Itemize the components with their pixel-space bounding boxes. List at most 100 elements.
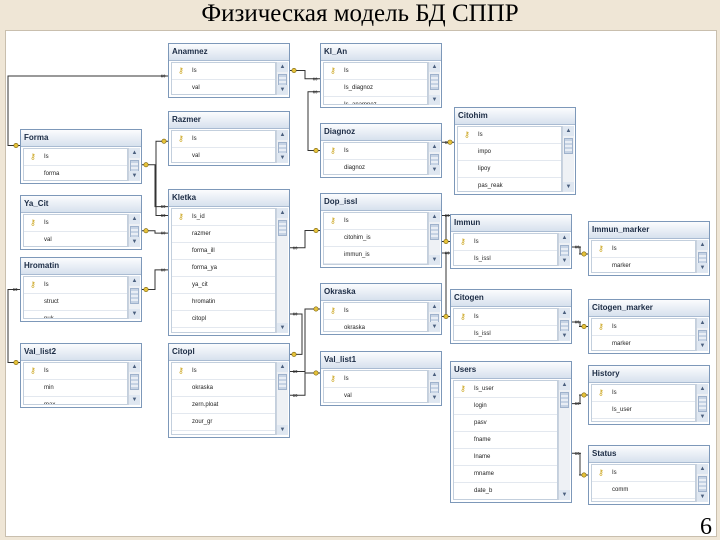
field-row[interactable]: Is_diagnoz	[172, 328, 275, 332]
field-row[interactable]: max	[24, 397, 127, 404]
scroll-up-icon[interactable]: ▲	[429, 370, 440, 380]
field-row[interactable]: ⚷Is	[172, 63, 275, 80]
field-row[interactable]: ⚷Is	[24, 149, 127, 166]
scroll-up-icon[interactable]: ▲	[277, 362, 288, 372]
field-row[interactable]: ⚷Is	[458, 127, 561, 144]
table-citopl[interactable]: Citopl⚷Isokraskazern.ploatzour_grpat_sve…	[168, 343, 290, 438]
field-row[interactable]: ⚷Is	[172, 131, 275, 148]
scrollbar[interactable]: ▲▼	[428, 302, 440, 332]
scroll-down-icon[interactable]: ▼	[559, 256, 570, 266]
field-row[interactable]: razmer	[172, 226, 275, 243]
field-row[interactable]: ⚷Is	[24, 277, 127, 294]
scrollbar[interactable]: ▲▼	[128, 276, 140, 319]
field-row[interactable]: ⚷Is	[592, 319, 695, 336]
field-row[interactable]: ⚷Is	[324, 303, 427, 320]
scrollbar[interactable]: ▲▼	[696, 318, 708, 351]
field-row[interactable]: Is_user	[592, 402, 695, 419]
field-row[interactable]: min	[24, 380, 127, 397]
scroll-down-icon[interactable]: ▼	[129, 171, 140, 181]
scroll-up-icon[interactable]: ▲	[429, 212, 440, 222]
scroll-up-icon[interactable]: ▲	[277, 130, 288, 140]
scroll-up-icon[interactable]: ▲	[697, 384, 708, 394]
scroll-down-icon[interactable]: ▼	[277, 323, 288, 333]
scrollbar[interactable]: ▲▼	[276, 62, 288, 95]
field-row[interactable]: tab	[592, 499, 695, 501]
scroll-down-icon[interactable]: ▼	[277, 85, 288, 95]
field-row[interactable]: ⚷Is	[454, 234, 557, 251]
table-citogen_marker[interactable]: Citogen_marker⚷Ismarkeris_user▲▼	[588, 299, 710, 354]
scroll-up-icon[interactable]: ▲	[429, 302, 440, 312]
field-row[interactable]: ⚷Is	[324, 213, 427, 230]
field-row[interactable]: ⚷Is	[324, 63, 427, 80]
scroll-down-icon[interactable]: ▼	[277, 153, 288, 163]
field-row[interactable]: comm	[592, 482, 695, 499]
field-row[interactable]: val	[324, 388, 427, 402]
scroll-thumb[interactable]	[278, 374, 287, 390]
scroll-down-icon[interactable]: ▼	[697, 412, 708, 422]
scroll-up-icon[interactable]: ▲	[563, 126, 574, 136]
scroll-down-icon[interactable]: ▼	[697, 341, 708, 351]
scrollbar[interactable]: ▲▼	[428, 142, 440, 175]
field-row[interactable]: lipoy	[458, 161, 561, 178]
field-row[interactable]: ⚷Is	[324, 143, 427, 160]
scrollbar[interactable]: ▲▼	[428, 62, 440, 105]
scroll-down-icon[interactable]: ▼	[277, 425, 288, 435]
scroll-thumb[interactable]	[564, 138, 573, 154]
field-row[interactable]: val	[172, 80, 275, 94]
scroll-up-icon[interactable]: ▲	[429, 62, 440, 72]
table-ya_cit[interactable]: Ya_Cit⚷Isvalis_user▲▼	[20, 195, 142, 250]
field-row[interactable]: Is_issl	[454, 326, 557, 340]
field-row[interactable]: ⚷Is	[592, 465, 695, 482]
field-row[interactable]: ⚷Is	[24, 363, 127, 380]
scroll-down-icon[interactable]: ▼	[429, 255, 440, 265]
field-row[interactable]: ⚷Is	[592, 385, 695, 402]
scroll-thumb[interactable]	[430, 224, 439, 240]
scroll-up-icon[interactable]: ▲	[559, 380, 570, 390]
scrollbar[interactable]: ▲▼	[562, 126, 574, 192]
scroll-down-icon[interactable]: ▼	[559, 490, 570, 500]
scroll-up-icon[interactable]: ▲	[277, 62, 288, 72]
scroll-down-icon[interactable]: ▼	[129, 237, 140, 247]
field-row[interactable]: forma	[24, 166, 127, 180]
scroll-up-icon[interactable]: ▲	[697, 240, 708, 250]
field-row[interactable]: ⚷Is_user	[454, 381, 557, 398]
field-row[interactable]: marker	[592, 336, 695, 350]
field-row[interactable]: zour_gr	[172, 414, 275, 431]
scrollbar[interactable]: ▲▼	[696, 384, 708, 422]
scroll-down-icon[interactable]: ▼	[429, 322, 440, 332]
scroll-up-icon[interactable]: ▲	[697, 464, 708, 474]
scrollbar[interactable]: ▲▼	[696, 240, 708, 273]
scrollbar[interactable]: ▲▼	[276, 362, 288, 435]
table-immun_marker[interactable]: Immun_marker⚷Ismarkeris_user▲▼	[588, 221, 710, 276]
field-row[interactable]: pas_reak	[458, 178, 561, 191]
scrollbar[interactable]: ▲▼	[696, 464, 708, 502]
table-forma[interactable]: Forma⚷Isformais_user▲▼	[20, 129, 142, 184]
scrollbar[interactable]: ▲▼	[128, 148, 140, 181]
table-dop_issl[interactable]: Dop_issl⚷Iscitohim_isimmun_iscitogen_is▲…	[320, 193, 442, 268]
scroll-down-icon[interactable]: ▼	[563, 182, 574, 192]
field-row[interactable]: citohim_is	[324, 230, 427, 247]
scroll-up-icon[interactable]: ▲	[129, 148, 140, 158]
scroll-thumb[interactable]	[278, 220, 287, 236]
scroll-up-icon[interactable]: ▲	[277, 208, 288, 218]
field-row[interactable]: citopl	[172, 311, 275, 328]
scrollbar[interactable]: ▲▼	[558, 380, 570, 500]
scroll-thumb[interactable]	[130, 288, 139, 304]
scroll-down-icon[interactable]: ▼	[429, 393, 440, 403]
field-row[interactable]: marker	[592, 258, 695, 272]
field-row[interactable]: okraska	[172, 380, 275, 397]
scroll-down-icon[interactable]: ▼	[559, 331, 570, 341]
field-row[interactable]: forma_ill	[172, 243, 275, 260]
field-row[interactable]: Is_anamnez	[324, 97, 427, 104]
field-row[interactable]: hromatin	[172, 294, 275, 311]
field-row[interactable]: okraska	[324, 320, 427, 331]
field-row[interactable]: login	[454, 398, 557, 415]
